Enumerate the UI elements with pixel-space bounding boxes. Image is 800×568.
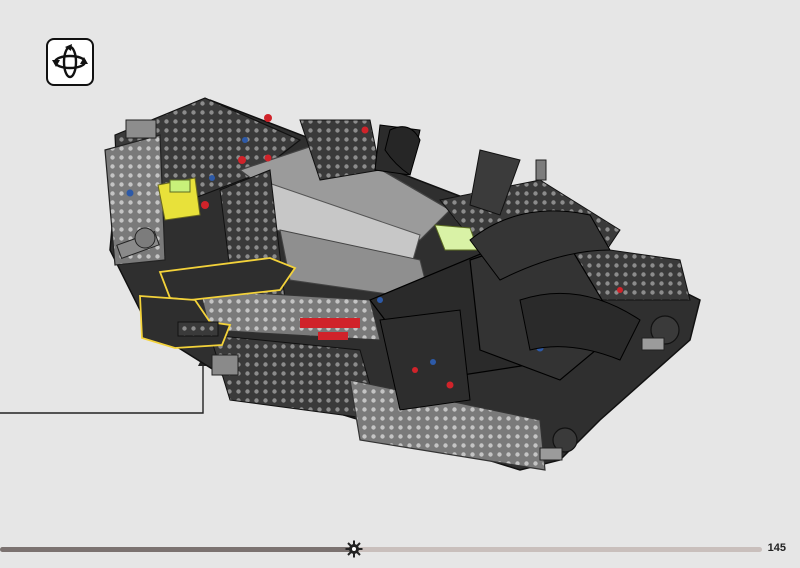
rotate-model-icon bbox=[46, 38, 94, 86]
axle-ends bbox=[116, 119, 680, 461]
highlighted-subassembly bbox=[139, 257, 297, 349]
page-number: 145 bbox=[767, 542, 786, 554]
progress-track bbox=[0, 547, 762, 552]
side-panels bbox=[384, 126, 641, 361]
red-pins bbox=[201, 114, 623, 389]
progress-fill bbox=[0, 547, 355, 552]
progress-gear-icon bbox=[345, 540, 363, 558]
yellow-pieces bbox=[157, 177, 479, 251]
progress-bar bbox=[0, 540, 762, 558]
